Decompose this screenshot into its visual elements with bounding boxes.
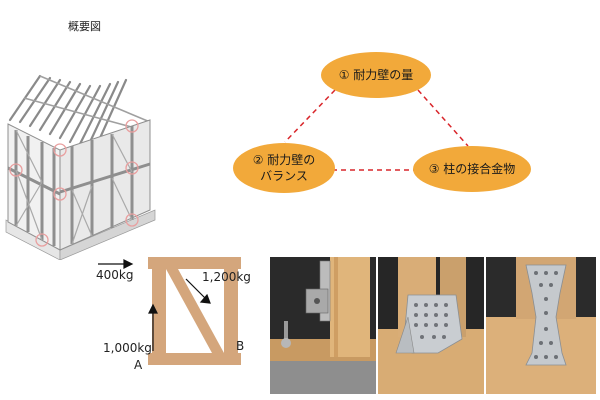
hardware-photo-1: [270, 257, 376, 394]
force-top-right-label: 1,200kg: [202, 270, 251, 284]
force-arrows: [98, 259, 211, 351]
bottom-beam: [148, 353, 241, 365]
diagram-title: 概要図: [68, 20, 101, 33]
hardware-photo-3: [486, 257, 596, 394]
oval-column-hardware-label: ③ 柱の接合金物: [428, 162, 516, 176]
brace-frame-diagram: [148, 257, 241, 365]
oval-wall-quantity: ① 耐力壁の量: [321, 52, 431, 98]
right-post: [224, 269, 238, 353]
corner-label-a: A: [134, 358, 143, 372]
diagonal-brace: [166, 269, 224, 353]
top-beam: [148, 257, 241, 269]
oval-wall-balance-line2: バランス: [260, 169, 308, 183]
corner-label-b: B: [236, 339, 245, 353]
oval-wall-quantity-label: ① 耐力壁の量: [338, 68, 414, 82]
hardware-photo-2: [378, 257, 484, 394]
oval-wall-balance: ② 耐力壁の バランス: [233, 143, 335, 193]
left-post: [152, 269, 166, 353]
force-bottom-left-label: 1,000kg: [103, 341, 152, 355]
oval-column-hardware: ③ 柱の接合金物: [413, 146, 531, 192]
oval-wall-balance-line1: ② 耐力壁の: [252, 153, 316, 167]
house-frame-illustration: [5, 74, 156, 260]
force-top-left-label: 400kg: [96, 268, 134, 282]
